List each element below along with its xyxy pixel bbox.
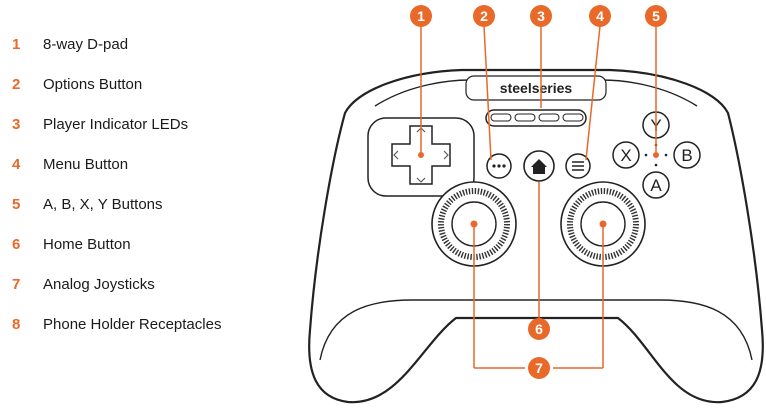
home-icon bbox=[531, 159, 547, 174]
x-button[interactable] bbox=[612, 141, 640, 169]
b-button-label: B bbox=[681, 146, 692, 165]
legend-number: 1 bbox=[12, 36, 21, 53]
player-led-1 bbox=[490, 113, 512, 122]
callout-4: 4 bbox=[589, 5, 611, 27]
legend-label: Player Indicator LEDs bbox=[43, 116, 189, 133]
legend-label: A, B, X, Y Buttons bbox=[43, 196, 163, 213]
dpad-callout-dot bbox=[418, 152, 424, 158]
player-led-2 bbox=[514, 113, 536, 122]
legend-number: 6 bbox=[12, 236, 21, 253]
callout-3: 3 bbox=[530, 5, 552, 27]
menu-lines-icon bbox=[572, 161, 584, 171]
callout-leader-lines bbox=[420, 25, 657, 369]
face-buttons-center-dot bbox=[653, 152, 659, 158]
legend-number: 2 bbox=[12, 76, 21, 93]
callout-2: 2 bbox=[473, 5, 495, 27]
legend-label: 8-way D-pad bbox=[43, 36, 129, 53]
legend-label: Analog Joysticks bbox=[43, 276, 155, 293]
player-led-bar bbox=[485, 109, 587, 127]
player-led-4 bbox=[562, 113, 584, 122]
x-button-label: X bbox=[620, 146, 631, 165]
brand-panel bbox=[465, 75, 607, 101]
callout-7-number: 7 bbox=[535, 360, 543, 376]
legend-label: Options Button bbox=[43, 76, 143, 93]
callout-7: 7 bbox=[528, 357, 550, 379]
options-dots-icon bbox=[492, 164, 496, 168]
b-button[interactable] bbox=[673, 141, 701, 169]
a-button-label: A bbox=[650, 176, 662, 195]
legend-number: 4 bbox=[12, 156, 21, 173]
right-bumper-ridge bbox=[601, 79, 698, 107]
player-led-3 bbox=[538, 113, 560, 122]
legend-number: 5 bbox=[12, 196, 21, 213]
callout-5: 5 bbox=[645, 5, 667, 27]
callout-3-number: 3 bbox=[537, 8, 545, 24]
legend-number: 3 bbox=[12, 116, 21, 133]
legend-number: 7 bbox=[12, 276, 21, 293]
a-button[interactable] bbox=[642, 171, 670, 199]
callout-1-number: 1 bbox=[417, 8, 425, 24]
callout-5-number: 5 bbox=[652, 8, 660, 24]
callout-6: 6 bbox=[528, 318, 550, 340]
callout-1: 1 bbox=[410, 5, 432, 27]
callout-6-number: 6 bbox=[535, 321, 543, 337]
legend-label: Menu Button bbox=[43, 156, 129, 173]
legend-number: 8 bbox=[12, 316, 21, 333]
callout-2-number: 2 bbox=[480, 8, 488, 24]
brand-logo: steelseries bbox=[500, 80, 573, 96]
phone-holder-receptacles bbox=[319, 299, 753, 361]
left-bumper-ridge bbox=[374, 79, 471, 107]
legend-label: Home Button bbox=[43, 236, 131, 253]
callout-4-number: 4 bbox=[596, 8, 604, 24]
legend-label: Phone Holder Receptacles bbox=[43, 316, 222, 333]
